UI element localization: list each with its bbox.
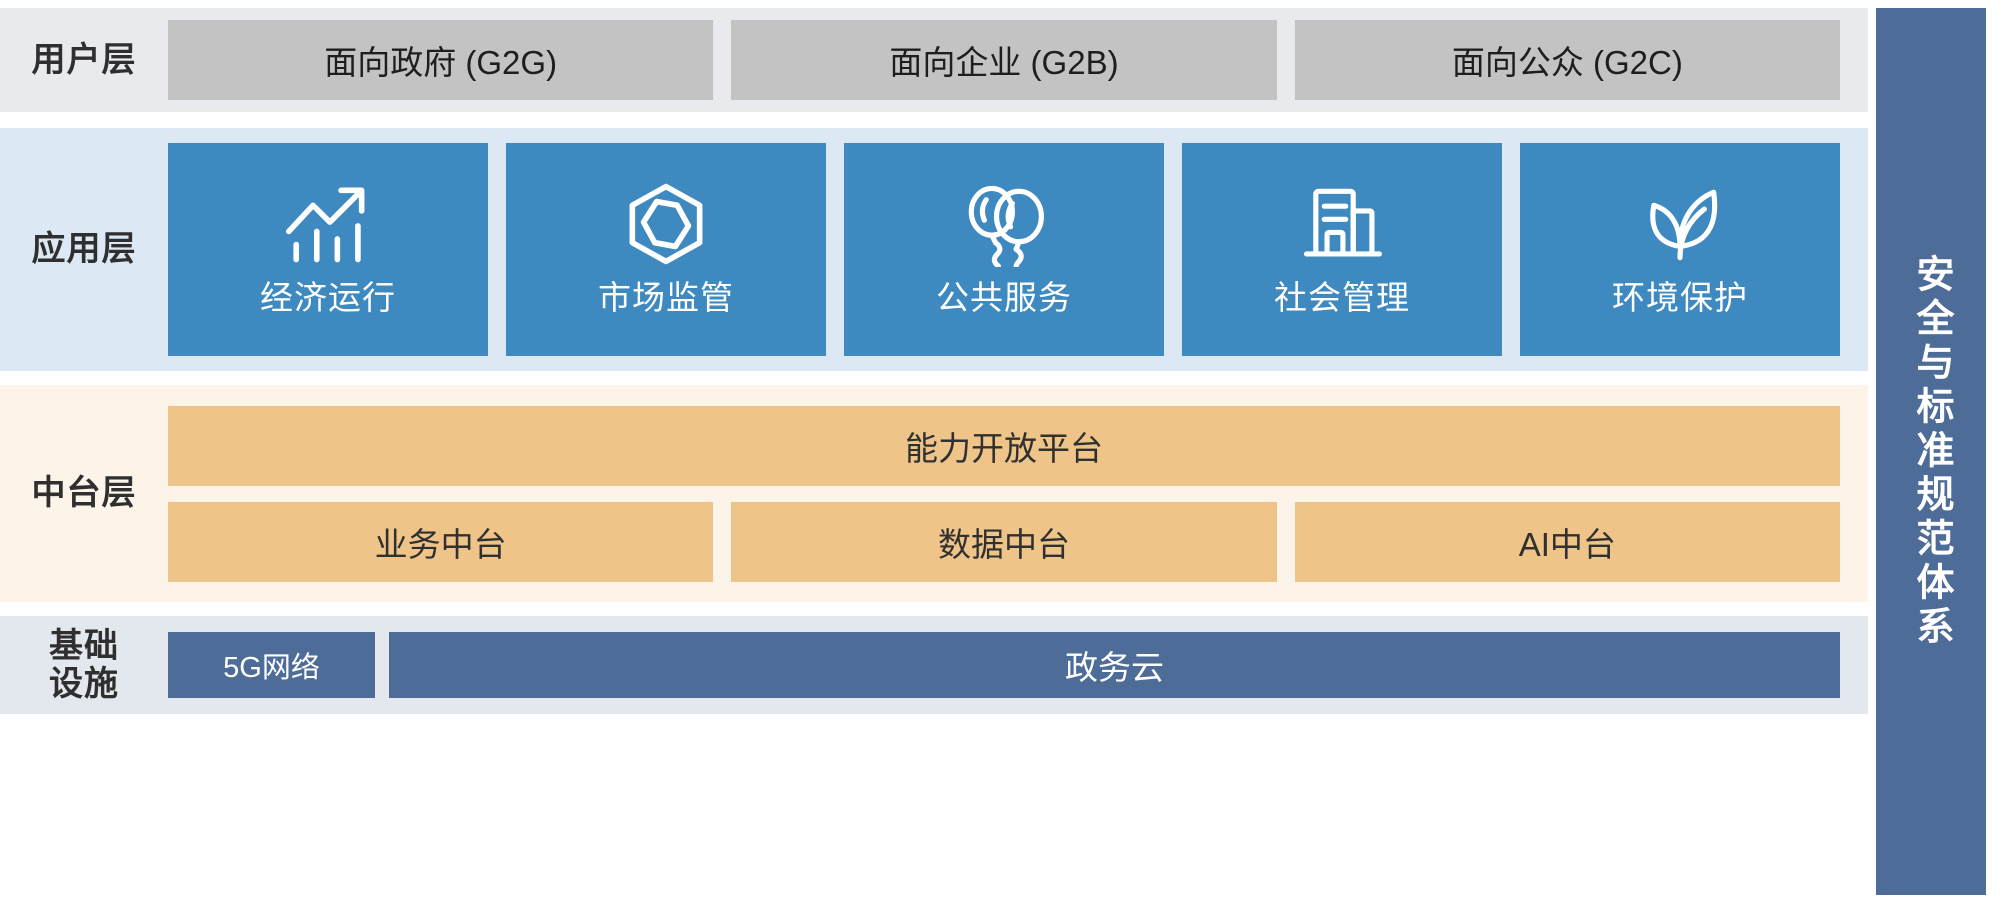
user-box-g2b[interactable]: 面向企业 (G2B)	[731, 20, 1277, 100]
app-card-environment-label: 环境保护	[1612, 279, 1748, 316]
layer-middle-platform-body: 能力开放平台 业务中台 数据中台 AI中台	[168, 405, 1868, 582]
user-box-g2c[interactable]: 面向公众 (G2C)	[1294, 20, 1840, 100]
app-card-social-management[interactable]: 社会管理	[1182, 143, 1502, 356]
building-icon	[1295, 181, 1389, 267]
infra-box-government-cloud[interactable]: 政务云	[389, 632, 1840, 698]
app-card-market-supervision-label: 市场监管	[598, 279, 734, 316]
hexagon-cube-icon	[619, 181, 713, 267]
mid-box-business[interactable]: 业务中台	[168, 501, 714, 582]
app-card-public-service[interactable]: 公共服务	[844, 143, 1164, 356]
user-box-g2g[interactable]: 面向政府 (G2G)	[168, 20, 714, 100]
layer-application-body: 经济运行 市场监管	[168, 143, 1868, 356]
layer-infrastructure-label-line2: 设施	[49, 665, 119, 703]
layer-gap	[0, 602, 1868, 616]
security-standards-bar[interactable]: 安全与标准规范体系	[1876, 8, 1986, 895]
layer-gap	[0, 371, 1868, 385]
mid-box-capability-platform[interactable]: 能力开放平台	[168, 405, 1840, 486]
layer-middle-platform-label: 中台层	[31, 474, 137, 513]
layer-application-label: 应用层	[31, 230, 137, 269]
layer-stack: 用户层 面向政府 (G2G) 面向企业 (G2B) 面向公众 (G2C) 应用层	[0, 8, 1868, 714]
layer-infrastructure-label-line1: 基础	[49, 626, 119, 665]
layer-infrastructure-body: 5G网络 政务云	[168, 632, 1868, 698]
app-card-market-supervision[interactable]: 市场监管	[506, 143, 826, 356]
mid-box-data[interactable]: 数据中台	[731, 501, 1277, 582]
infra-box-5g-network[interactable]: 5G网络	[168, 632, 375, 698]
mid-box-ai[interactable]: AI中台	[1294, 501, 1840, 582]
layer-user-body: 面向政府 (G2G) 面向企业 (G2B) 面向公众 (G2C)	[168, 20, 1868, 100]
leaf-sprout-icon	[1633, 181, 1727, 267]
app-card-economy[interactable]: 经济运行	[168, 143, 488, 356]
security-standards-label: 安全与标准规范体系	[1910, 253, 1952, 650]
app-card-environment[interactable]: 环境保护	[1520, 143, 1840, 356]
layer-infrastructure-label: 基础 设施	[0, 627, 168, 703]
layer-middle-platform: 中台层 能力开放平台 业务中台 数据中台 AI中台	[0, 385, 1868, 602]
app-card-economy-label: 经济运行	[260, 279, 396, 316]
growth-chart-icon	[281, 181, 375, 267]
balloons-icon	[957, 181, 1051, 267]
layer-application: 应用层 经济运行	[0, 128, 1868, 371]
app-card-public-service-label: 公共服务	[936, 279, 1072, 316]
app-card-social-management-label: 社会管理	[1274, 279, 1410, 316]
layer-gap	[0, 112, 1868, 128]
layer-user: 用户层 面向政府 (G2G) 面向企业 (G2B) 面向公众 (G2C)	[0, 8, 1868, 112]
layer-infrastructure: 基础 设施 5G网络 政务云	[0, 616, 1868, 714]
mid-box-row: 业务中台 数据中台 AI中台	[168, 501, 1840, 582]
layer-user-label: 用户层	[31, 40, 137, 79]
